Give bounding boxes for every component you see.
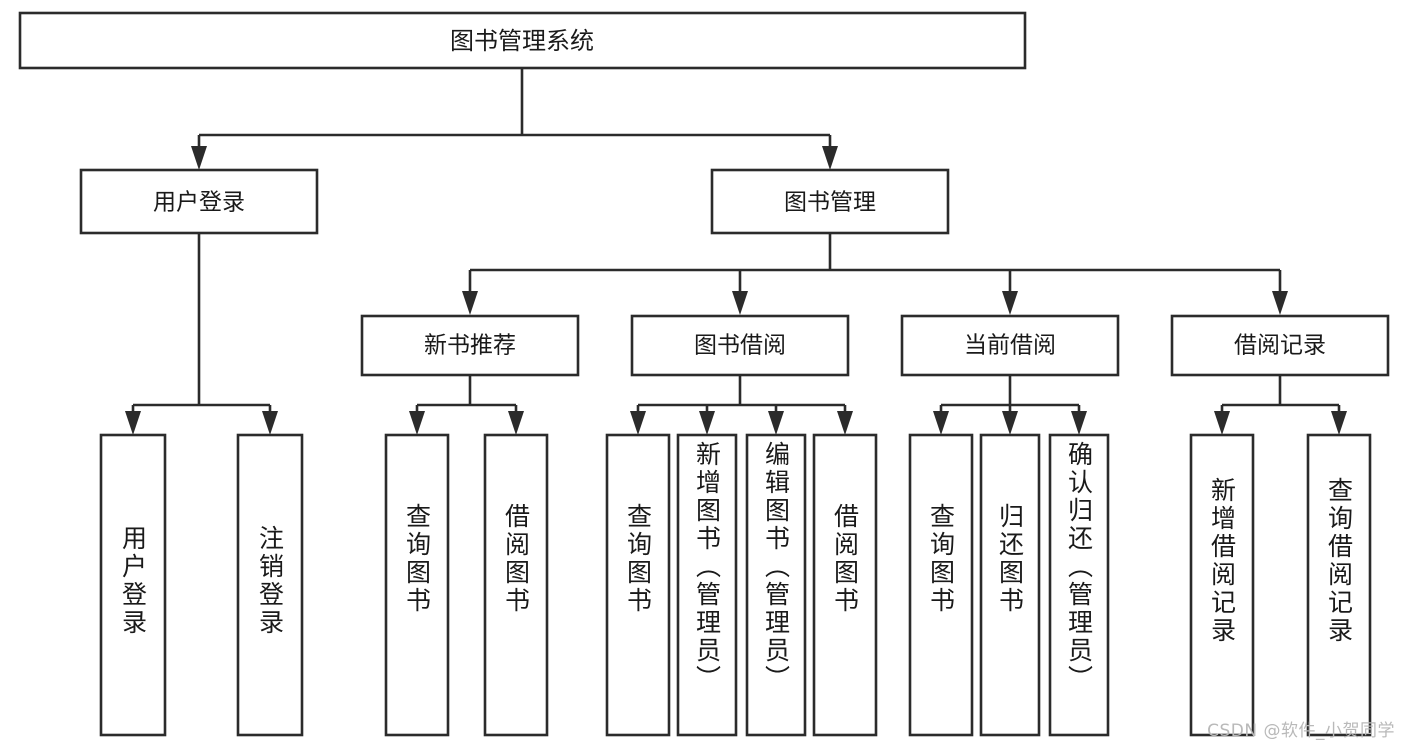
leaf-box-user-login[interactable] <box>99 433 167 737</box>
leaf-box-borrow-book-1[interactable] <box>483 433 549 737</box>
node-book-manage-box <box>710 168 950 235</box>
arrow-head-leaf-add-record <box>1214 411 1230 435</box>
node-book-manage-label: 图书管理 <box>784 190 876 216</box>
leaf-box-borrow-book-2[interactable] <box>812 433 878 737</box>
arrow-head-leaf-user-login <box>125 411 141 435</box>
node-book-manage[interactable]: 图书管理 <box>710 168 950 235</box>
arrow-head-new-book-recommend <box>462 291 478 315</box>
arrow-head-leaf-return-book <box>1002 411 1018 435</box>
leaf-box-query-book-3[interactable] <box>908 433 974 737</box>
leaf-boxes <box>99 433 1372 737</box>
arrow-head-book-manage <box>822 146 838 170</box>
arrow-head-leaf-query-book-3 <box>933 411 949 435</box>
leaf-box-return-book[interactable] <box>979 433 1041 737</box>
arrow-head-leaf-query-record <box>1331 411 1347 435</box>
arrow-head-leaf-borrow-book-2 <box>837 411 853 435</box>
leaf-box-add-record[interactable] <box>1189 433 1255 737</box>
node-borrow-record-box <box>1170 314 1390 377</box>
node-book-borrow-label: 图书借阅 <box>694 333 786 359</box>
arrow-head-leaf-add-book <box>699 411 715 435</box>
leaf-box-query-book-2[interactable] <box>605 433 671 737</box>
node-borrow-record-label: 借阅记录 <box>1234 333 1326 359</box>
node-current-borrow-label: 当前借阅 <box>964 333 1056 359</box>
leaf-box-query-book-1[interactable] <box>384 433 450 737</box>
leaf-box-confirm-return[interactable] <box>1048 433 1110 737</box>
node-book-borrow[interactable]: 图书借阅 <box>630 314 850 377</box>
arrow-head-leaf-edit-book <box>768 411 784 435</box>
node-book-borrow-box <box>630 314 850 377</box>
leaf-box-query-record[interactable] <box>1306 433 1372 737</box>
node-new-book-recommend-label: 新书推荐 <box>424 333 516 359</box>
arrow-head-leaf-user-logout <box>262 411 278 435</box>
node-current-borrow[interactable]: 当前借阅 <box>900 314 1120 377</box>
node-root-box <box>18 11 1027 70</box>
arrow-head-leaf-borrow-book-1 <box>508 411 524 435</box>
arrow-head-leaf-confirm-return <box>1071 411 1087 435</box>
node-user-login[interactable]: 用户登录 <box>79 168 319 235</box>
leaf-box-edit-book[interactable] <box>745 433 807 737</box>
node-root-system[interactable]: 图书管理系统 <box>18 11 1027 70</box>
node-current-borrow-box <box>900 314 1120 377</box>
node-new-book-recommend-box <box>360 314 580 377</box>
arrow-head-current-borrow <box>1002 291 1018 315</box>
connector-group-user-login <box>125 233 278 435</box>
connector-group-book-manage <box>462 233 1288 315</box>
node-root-label: 图书管理系统 <box>450 27 594 55</box>
csdn-watermark: CSDN @软件_小贺同学 <box>1207 721 1395 741</box>
connector-group-current-borrow <box>933 375 1087 435</box>
node-user-login-box <box>79 168 319 235</box>
arrow-head-user-login <box>191 146 207 170</box>
arrow-head-borrow-record <box>1272 291 1288 315</box>
arrow-head-book-borrow <box>732 291 748 315</box>
connector-group-borrow-record <box>1214 375 1347 435</box>
node-user-login-label: 用户登录 <box>153 190 245 216</box>
leaf-box-add-book[interactable] <box>676 433 738 737</box>
connector-group-book-borrow <box>630 375 853 435</box>
arrow-head-leaf-query-book-1 <box>409 411 425 435</box>
leaf-box-user-logout[interactable] <box>236 433 304 737</box>
connector-group-root <box>191 68 838 170</box>
node-new-book-recommend[interactable]: 新书推荐 <box>360 314 580 377</box>
arrow-head-leaf-query-book-2 <box>630 411 646 435</box>
connector-group-new-book-recommend <box>409 375 524 435</box>
node-borrow-record[interactable]: 借阅记录 <box>1170 314 1390 377</box>
